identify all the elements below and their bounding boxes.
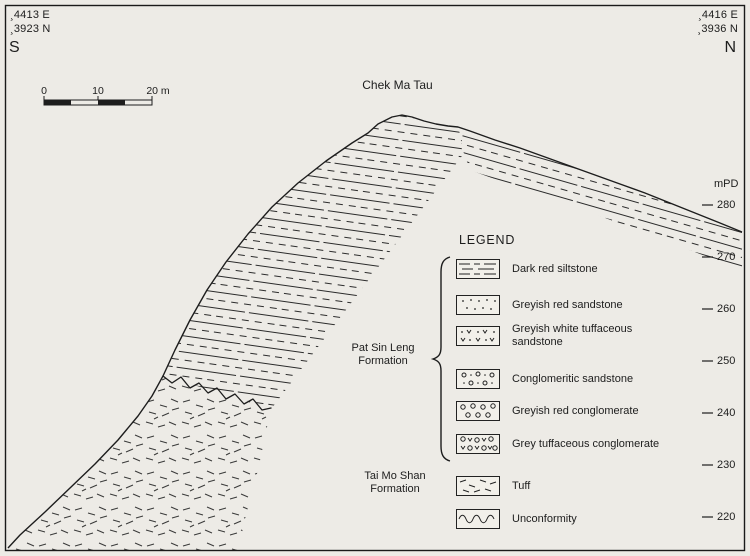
elevation-tick-label: 240: [717, 407, 736, 419]
dark-red-siltstone-swatch: [456, 259, 500, 279]
formation-label-pat-sin-leng: Pat Sin Leng Formation: [351, 342, 415, 367]
strata-area-main: [163, 115, 465, 408]
easting-label: ¸4413 E: [10, 9, 50, 21]
legend-item-label: Unconformity: [512, 512, 577, 525]
peak-label: Chek Ma Tau: [362, 78, 433, 92]
legend-item-label: Greyish red sandstone: [512, 298, 623, 311]
greyish-white-tuffaceous-sandstone-swatch: [456, 326, 500, 346]
strata-area-dip-slope: [458, 127, 742, 270]
greyish-red-sandstone-swatch: [456, 295, 500, 315]
scale-bar: [43, 96, 153, 106]
legend-item-tuffaceous-sandstone: Greyish white tuffaceous sandstone: [456, 323, 672, 348]
tuff-swatch: [456, 476, 500, 496]
legend-item-label: Tuff: [512, 479, 531, 492]
legend-item-siltstone: Dark red siltstone: [456, 259, 672, 279]
unconformity-swatch: [456, 509, 500, 529]
direction-label-south: S: [9, 39, 20, 56]
legend-item-label: Conglomeritic sandstone: [512, 372, 634, 385]
legend-item-unconformity: Unconformity: [456, 509, 672, 529]
frame-border: [4, 4, 746, 552]
scale-tick-0: 0: [41, 85, 47, 97]
legend-item-tuffaceous-conglomerate: Grey tuffaceous conglomerate: [456, 434, 672, 454]
scale-tick-20: 20 m: [146, 85, 170, 97]
ground-profile-line: [7, 114, 743, 549]
elevation-tick-label: 260: [717, 303, 736, 315]
legend-item-label: Greyish white tuffaceous sandstone: [512, 323, 633, 348]
grey-tuffaceous-conglomerate-swatch: [456, 434, 500, 454]
legend-item-label: Grey tuffaceous conglomerate: [512, 437, 660, 450]
northing-label: ¸3923 N: [10, 23, 51, 35]
top-right-coordinates: ¸4416 E ¸3936 N: [697, 8, 738, 36]
greyish-red-conglomerate-swatch: [456, 401, 500, 421]
legend-item-conglomeritic-sandstone: Conglomeritic sandstone: [456, 369, 672, 389]
elevation-axis-ticks: [702, 204, 713, 518]
legend-item-label: Greyish red conglomerate: [512, 404, 639, 417]
direction-label-north: N: [724, 39, 736, 56]
elevation-tick-label: 250: [717, 355, 736, 367]
easting-label: ¸4416 E: [698, 9, 738, 21]
elevation-tick-label: 270: [717, 251, 736, 263]
formation-label-tai-mo-shan: Tai Mo Shan Formation: [364, 470, 426, 495]
legend-item-tuff: Tuff: [456, 476, 672, 496]
northing-label: ¸3936 N: [697, 23, 738, 35]
elevation-tick-label: 220: [717, 511, 736, 523]
tuff-area: [8, 376, 271, 550]
top-left-coordinates: ¸4413 E ¸3923 N: [10, 8, 51, 36]
legend-item-label: Dark red siltstone: [512, 262, 598, 275]
legend-title: LEGEND: [459, 233, 516, 247]
elevation-tick-label: 230: [717, 459, 736, 471]
legend-item-red-sandstone: Greyish red sandstone: [456, 295, 672, 315]
conglomeritic-sandstone-swatch: [456, 369, 500, 389]
elevation-unit-label: mPD: [714, 178, 739, 190]
unconformity-line: [162, 375, 272, 411]
legend-item-red-conglomerate: Greyish red conglomerate: [456, 401, 672, 421]
elevation-tick-label: 280: [717, 199, 736, 211]
formation-brace: [430, 256, 451, 462]
scale-tick-10: 10: [92, 85, 104, 97]
